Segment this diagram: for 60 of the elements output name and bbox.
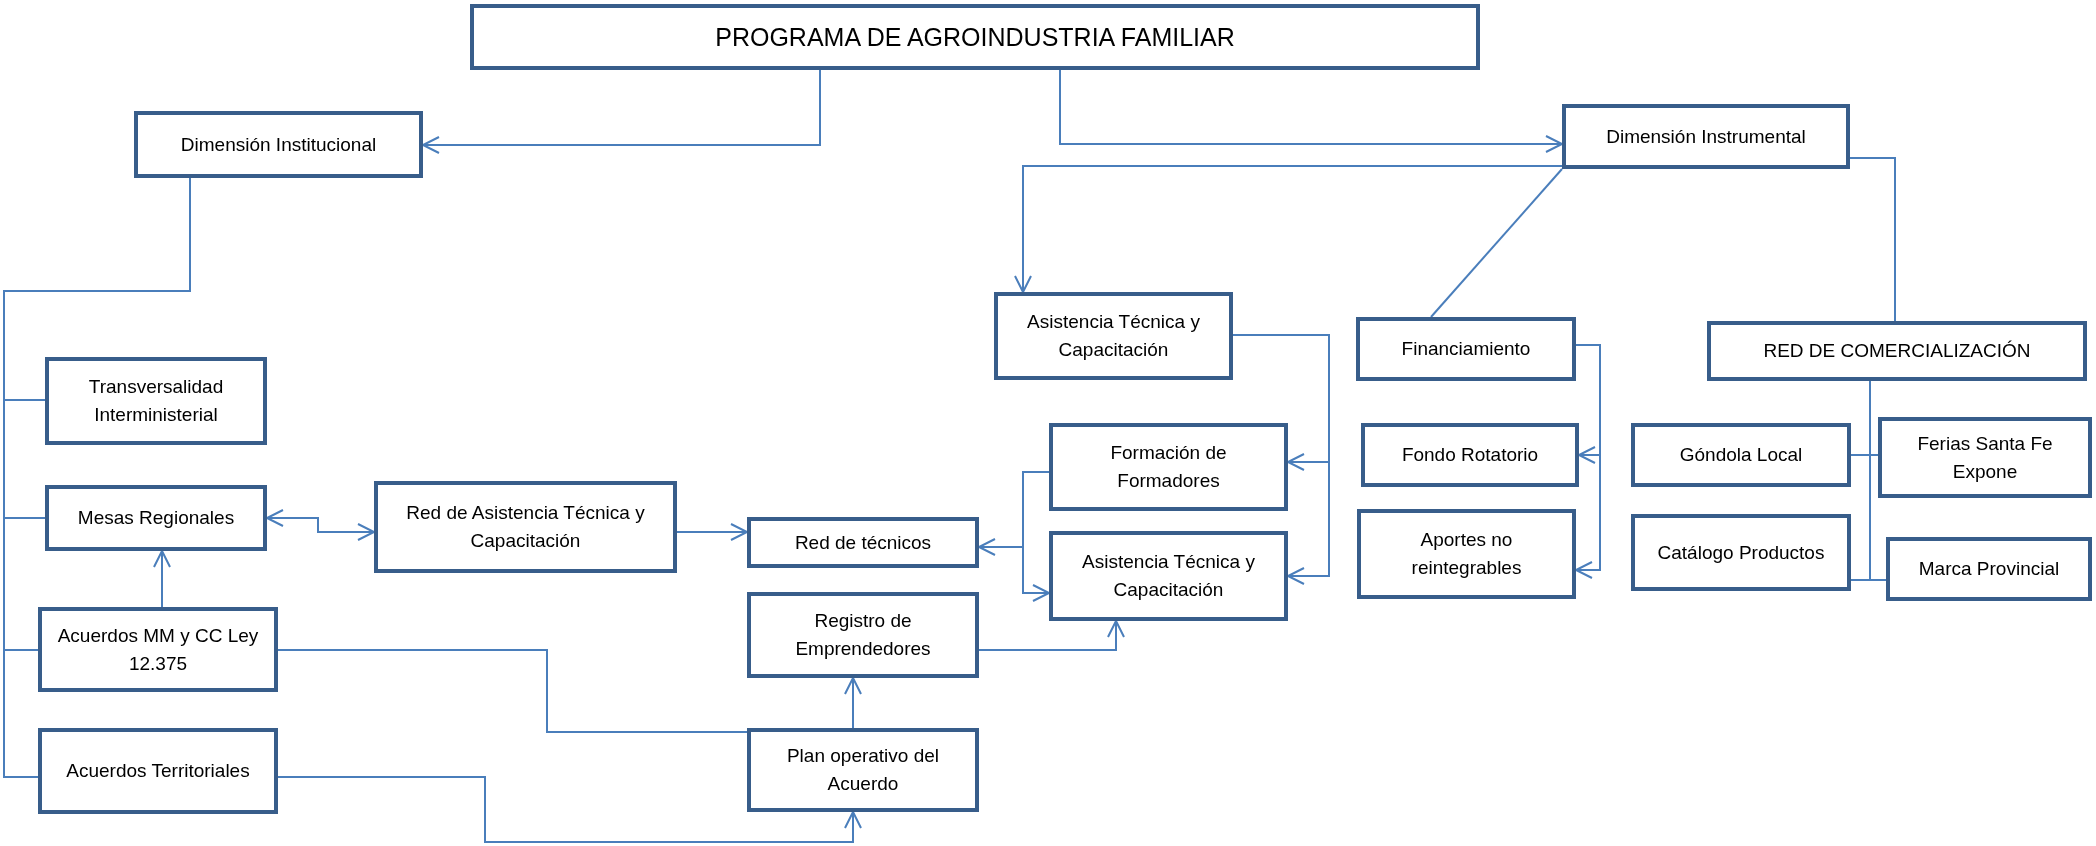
process-box <box>1562 104 1850 169</box>
box-label: Red de Asistencia Técnica y Capacitación <box>405 501 646 553</box>
process-box <box>38 607 278 692</box>
box-label: Transversalidad Interministerial <box>87 375 225 427</box>
process-box <box>1049 531 1288 621</box>
box-label: Aportes no reintegrables <box>1410 528 1523 580</box>
box-label: RED DE COMERCIALIZACIÓN <box>1763 339 2031 364</box>
title-box <box>470 4 1480 70</box>
arrow <box>266 509 375 541</box>
process-box <box>1878 417 2092 498</box>
box-label: Góndola Local <box>1679 443 1803 468</box>
box-label: Registro de Emprendedores <box>794 609 932 661</box>
process-box <box>994 292 1233 380</box>
process-box <box>1049 423 1288 511</box>
box-label: Asistencia Técnica y Capacitación <box>1081 550 1256 602</box>
process-box <box>1361 423 1579 487</box>
process-box <box>374 481 677 573</box>
box-label: Fondo Rotatorio <box>1401 443 1539 468</box>
box-label: Plan operativo del Acuerdo <box>785 744 941 796</box>
box-label: Dimensión Institucional <box>180 132 377 157</box>
process-box <box>45 357 267 445</box>
box-label: Marca Provincial <box>1918 557 2060 582</box>
connector-line <box>277 649 748 733</box>
process-box <box>1356 317 1576 381</box>
process-box <box>747 728 979 812</box>
arrow <box>978 620 1125 651</box>
arrow <box>1232 334 1330 585</box>
box-label: Ferias Santa Fe Expone <box>1916 431 2054 484</box>
box-label: Formación de Formadores <box>1109 441 1228 493</box>
arrow <box>844 677 862 729</box>
process-box <box>747 592 979 678</box>
box-label: Dimensión Instrumental <box>1606 124 1806 149</box>
process-box <box>38 728 278 814</box>
arrow <box>1022 471 1050 602</box>
process-box <box>1357 509 1576 599</box>
box-label: Asistencia Técnica y Capacitación <box>1026 310 1201 362</box>
process-box <box>747 517 979 568</box>
arrow <box>1059 69 1563 153</box>
process-box <box>45 485 267 551</box>
arrow <box>422 69 821 154</box>
arrow <box>1014 165 1563 293</box>
arrow <box>277 776 862 843</box>
box-label: Acuerdos Territoriales <box>66 759 250 784</box>
connector-line <box>1430 168 1563 318</box>
box-label: Red de técnicos <box>794 530 932 555</box>
process-box <box>1631 514 1851 591</box>
arrow <box>676 523 748 541</box>
process-box <box>1707 321 2087 381</box>
process-box <box>134 111 423 178</box>
process-box <box>1631 423 1851 487</box>
arrow <box>1575 344 1601 579</box>
arrow <box>153 550 171 608</box>
box-label: Financiamiento <box>1401 337 1531 362</box>
box-label: Mesas Regionales <box>77 506 235 531</box>
connector-line <box>1869 380 1887 581</box>
box-label: Acuerdos MM y CC Ley 12.375 <box>56 623 260 676</box>
process-box <box>1886 537 2092 601</box>
box-label: Catálogo Productos <box>1657 540 1825 565</box>
box-label: PROGRAMA DE AGROINDUSTRIA FAMILIAR <box>715 21 1235 53</box>
connector-line <box>1849 157 1896 322</box>
